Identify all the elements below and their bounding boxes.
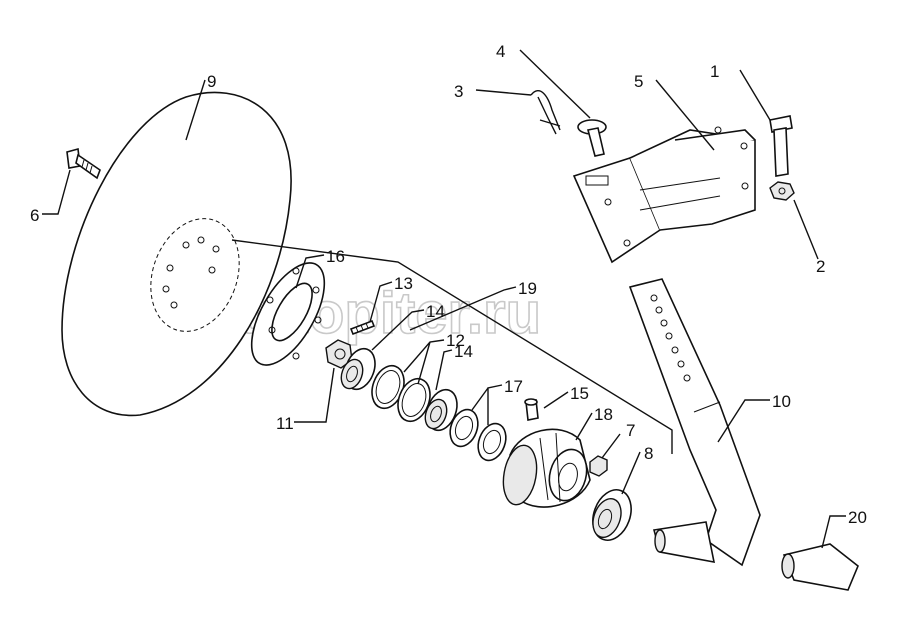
leader-4 — [519, 49, 591, 119]
callout-15: 15 — [570, 384, 589, 403]
leader-19 — [409, 286, 517, 331]
part-12-rings — [371, 364, 431, 423]
callout-4: 4 — [496, 42, 505, 61]
part-10-arm — [628, 278, 761, 567]
part-1-bolt — [769, 115, 793, 177]
callout-14-lower: 14 — [454, 342, 473, 361]
part-15-grease-nipple — [524, 398, 539, 421]
callout-19: 19 — [518, 279, 537, 298]
callout-1: 1 — [710, 62, 719, 81]
callout-20: 20 — [848, 508, 867, 527]
part-5-bracket — [572, 126, 756, 264]
part-3-clip — [530, 90, 561, 135]
leader-20 — [821, 515, 846, 549]
leader-13 — [369, 281, 393, 323]
leader-1 — [739, 69, 771, 121]
part-6-bolt — [66, 147, 101, 180]
leader-8 — [621, 451, 641, 495]
part-8-seal-cap — [592, 489, 632, 541]
leader-11 — [294, 367, 335, 423]
callout-13: 13 — [394, 274, 413, 293]
leader-7 — [601, 433, 621, 459]
callout-9: 9 — [207, 72, 216, 91]
leader-17 — [471, 384, 503, 425]
part-7-nut — [589, 455, 608, 477]
callout-6: 6 — [30, 206, 39, 225]
callout-3: 3 — [454, 82, 463, 101]
leader-10 — [717, 399, 770, 443]
callout-8: 8 — [644, 444, 653, 463]
part-13-stud — [349, 319, 376, 336]
part-2-nut — [769, 181, 795, 201]
part-9-disc — [61, 91, 292, 417]
leader-18 — [575, 412, 593, 441]
part-4-pin — [577, 119, 607, 157]
callout-5: 5 — [634, 72, 643, 91]
part-17-seals — [449, 408, 507, 462]
callout-16: 16 — [326, 247, 345, 266]
leader-15 — [543, 391, 569, 409]
leader-5 — [655, 79, 715, 151]
callout-2: 2 — [816, 257, 825, 276]
part-14-bearing-inner — [340, 347, 376, 391]
part-19-axis-line — [231, 239, 673, 454]
leader-lines — [42, 49, 846, 549]
leader-2 — [793, 199, 819, 260]
part-20-spindle — [781, 543, 859, 591]
leader-12 — [403, 339, 445, 385]
callout-14-upper: 14 — [426, 302, 445, 321]
part-14-bearing-outer — [424, 388, 458, 432]
leader-14a — [371, 309, 425, 351]
callout-17: 17 — [504, 377, 523, 396]
callout-18: 18 — [594, 405, 613, 424]
leader-3 — [475, 89, 532, 96]
part-16-gasket — [250, 262, 326, 366]
callout-11: 11 — [276, 414, 294, 433]
leader-14b — [435, 349, 453, 391]
callout-labels: 1 2 3 4 5 6 7 8 9 10 11 12 13 14 14 15 1… — [30, 42, 867, 527]
callout-10: 10 — [772, 392, 791, 411]
leader-16 — [295, 254, 325, 289]
callout-12: 12 — [446, 331, 465, 350]
part-18-hub — [502, 428, 591, 508]
leader-9 — [185, 79, 206, 141]
leader-6 — [42, 169, 71, 215]
callout-7: 7 — [626, 421, 635, 440]
